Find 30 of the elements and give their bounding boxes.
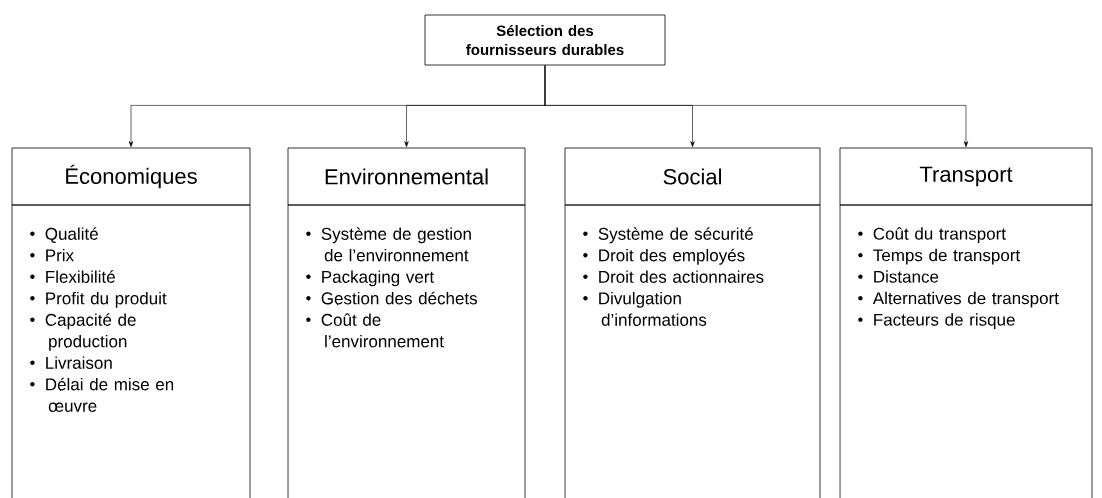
criteria-box — [564, 204, 821, 498]
list-item: Prix — [46, 248, 74, 262]
criteria-box — [839, 204, 1093, 498]
list-item: Facteurs de risque — [874, 313, 1015, 330]
list-item: Temps de transport — [873, 248, 1021, 265]
category-box: Environnemental — [287, 147, 526, 206]
title-box: Sélection des fournisseurs durables — [424, 14, 666, 66]
list-item: Livraison — [46, 356, 112, 369]
list-item: Gestion des déchets — [321, 291, 478, 305]
arrow — [544, 65, 969, 147]
list-item: Système de gestion de l’environnement — [321, 227, 471, 262]
list-item: Système de sécurité — [598, 227, 753, 244]
list-item: Flexibilité — [46, 270, 115, 283]
list-item: Coût de l’environnement — [321, 313, 444, 348]
list-item: Capacité de production — [45, 313, 136, 351]
list-item: Qualité — [45, 227, 98, 243]
category-box: Transport — [839, 147, 1093, 206]
category-box: Économiques — [11, 147, 251, 206]
category-box: Social — [564, 147, 821, 206]
list-item: Divulgation d’informations — [599, 291, 707, 326]
list-item: Alternatives de transport — [872, 291, 1059, 308]
criteria-box — [11, 204, 251, 498]
list-item: Droit des actionnaires — [599, 270, 764, 283]
list-item: Coût du transport — [873, 227, 1006, 244]
list-item: Distance — [874, 270, 939, 283]
list-item: Profit du produit — [46, 291, 167, 308]
criteria-box — [287, 204, 526, 498]
list-item: Packaging vert — [322, 270, 435, 287]
list-item: Délai de mise en œuvre — [46, 377, 174, 412]
list-item: Droit des employés — [599, 248, 745, 265]
